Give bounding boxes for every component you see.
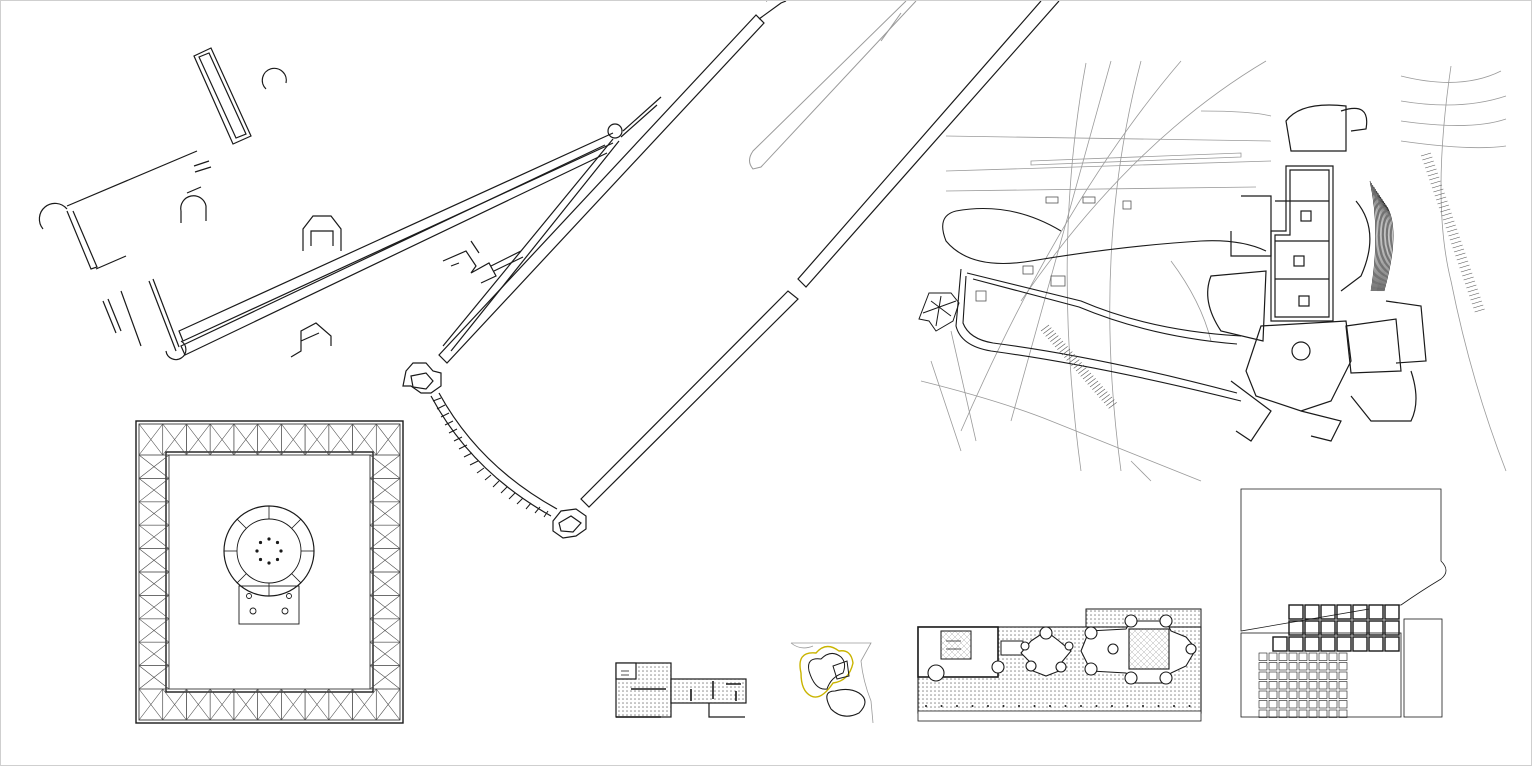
diagonal-wall-right — [580, 1, 1060, 508]
quadrangle-rotunda-plan — [135, 420, 404, 724]
broken-walls — [38, 150, 212, 352]
river-bank — [942, 207, 1267, 402]
ghost-wall — [749, 1, 917, 170]
museum-building — [1207, 104, 1427, 442]
colonnade-dots — [925, 705, 1191, 707]
site-plan-walls — [38, 1, 1060, 539]
small-rects — [975, 196, 1132, 302]
stair-hatch — [1040, 152, 1485, 409]
church-plan — [917, 608, 1202, 722]
bleachers — [1369, 180, 1394, 292]
wall-fan — [165, 96, 662, 361]
main-church — [1080, 614, 1197, 685]
leaf-sculpture — [918, 292, 960, 332]
pavilion-plan — [615, 662, 747, 718]
small-chapel — [1020, 626, 1074, 677]
grid-block-plan — [1240, 488, 1447, 718]
site-context-lines — [920, 60, 1507, 482]
museum-site-plan — [918, 60, 1507, 482]
small-organic-plan — [790, 642, 874, 724]
diagonal-wall-main — [438, 1, 787, 364]
rotunda — [223, 505, 315, 625]
small-structures — [180, 47, 524, 358]
cloister-hatching — [138, 423, 401, 721]
bastions-and-colonnade — [402, 362, 587, 539]
